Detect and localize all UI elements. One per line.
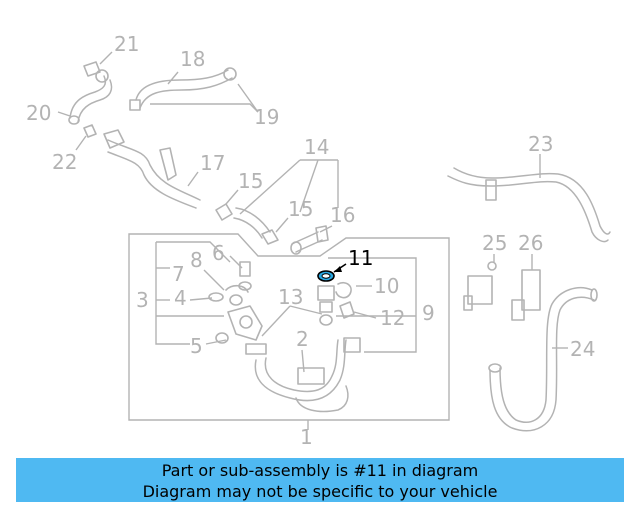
leader-lines <box>57 51 568 430</box>
hose-group-upper-left <box>68 61 237 209</box>
parts-diagram: 1 2 3 4 5 6 7 8 9 10 11 12 13 14 15 15 1… <box>26 32 611 449</box>
callout-25: 25 <box>482 231 507 255</box>
callout-18: 18 <box>180 47 205 71</box>
callout-8: 8 <box>190 248 203 272</box>
callout-2: 2 <box>296 327 309 351</box>
callout-11: 11 <box>348 246 373 270</box>
callout-13: 13 <box>278 285 303 309</box>
callout-26: 26 <box>518 231 543 255</box>
callout-6: 6 <box>212 241 225 265</box>
callout-7: 7 <box>172 262 185 286</box>
callout-15b: 15 <box>288 197 313 221</box>
callout-5: 5 <box>190 334 203 358</box>
banner-line-2: Diagram may not be specific to your vehi… <box>142 482 498 501</box>
hose-group-middle <box>215 203 329 255</box>
callout-17: 17 <box>200 151 225 175</box>
assembly-outline <box>128 233 450 421</box>
callout-12: 12 <box>380 306 405 330</box>
callout-16: 16 <box>330 203 355 227</box>
info-banner: Part or sub-assembly is #11 in diagram D… <box>16 458 624 502</box>
callout-4: 4 <box>174 286 187 310</box>
callout-1: 1 <box>300 425 313 449</box>
callout-3: 3 <box>136 288 149 312</box>
callout-9: 9 <box>422 301 435 325</box>
banner-line-1: Part or sub-assembly is #11 in diagram <box>161 461 479 480</box>
callout-14: 14 <box>304 135 329 159</box>
assembly-parts <box>208 261 361 413</box>
callout-21: 21 <box>114 32 139 56</box>
callout-15a: 15 <box>238 169 263 193</box>
callout-24: 24 <box>570 337 595 361</box>
callout-10: 10 <box>374 274 399 298</box>
callout-20: 20 <box>26 101 51 125</box>
callout-23: 23 <box>528 132 553 156</box>
callout-numbers: 1 2 3 4 5 6 7 8 9 10 11 12 13 14 15 15 1… <box>26 32 595 449</box>
hose-group-right <box>447 167 611 432</box>
callout-19: 19 <box>254 105 279 129</box>
callout-22: 22 <box>52 150 77 174</box>
